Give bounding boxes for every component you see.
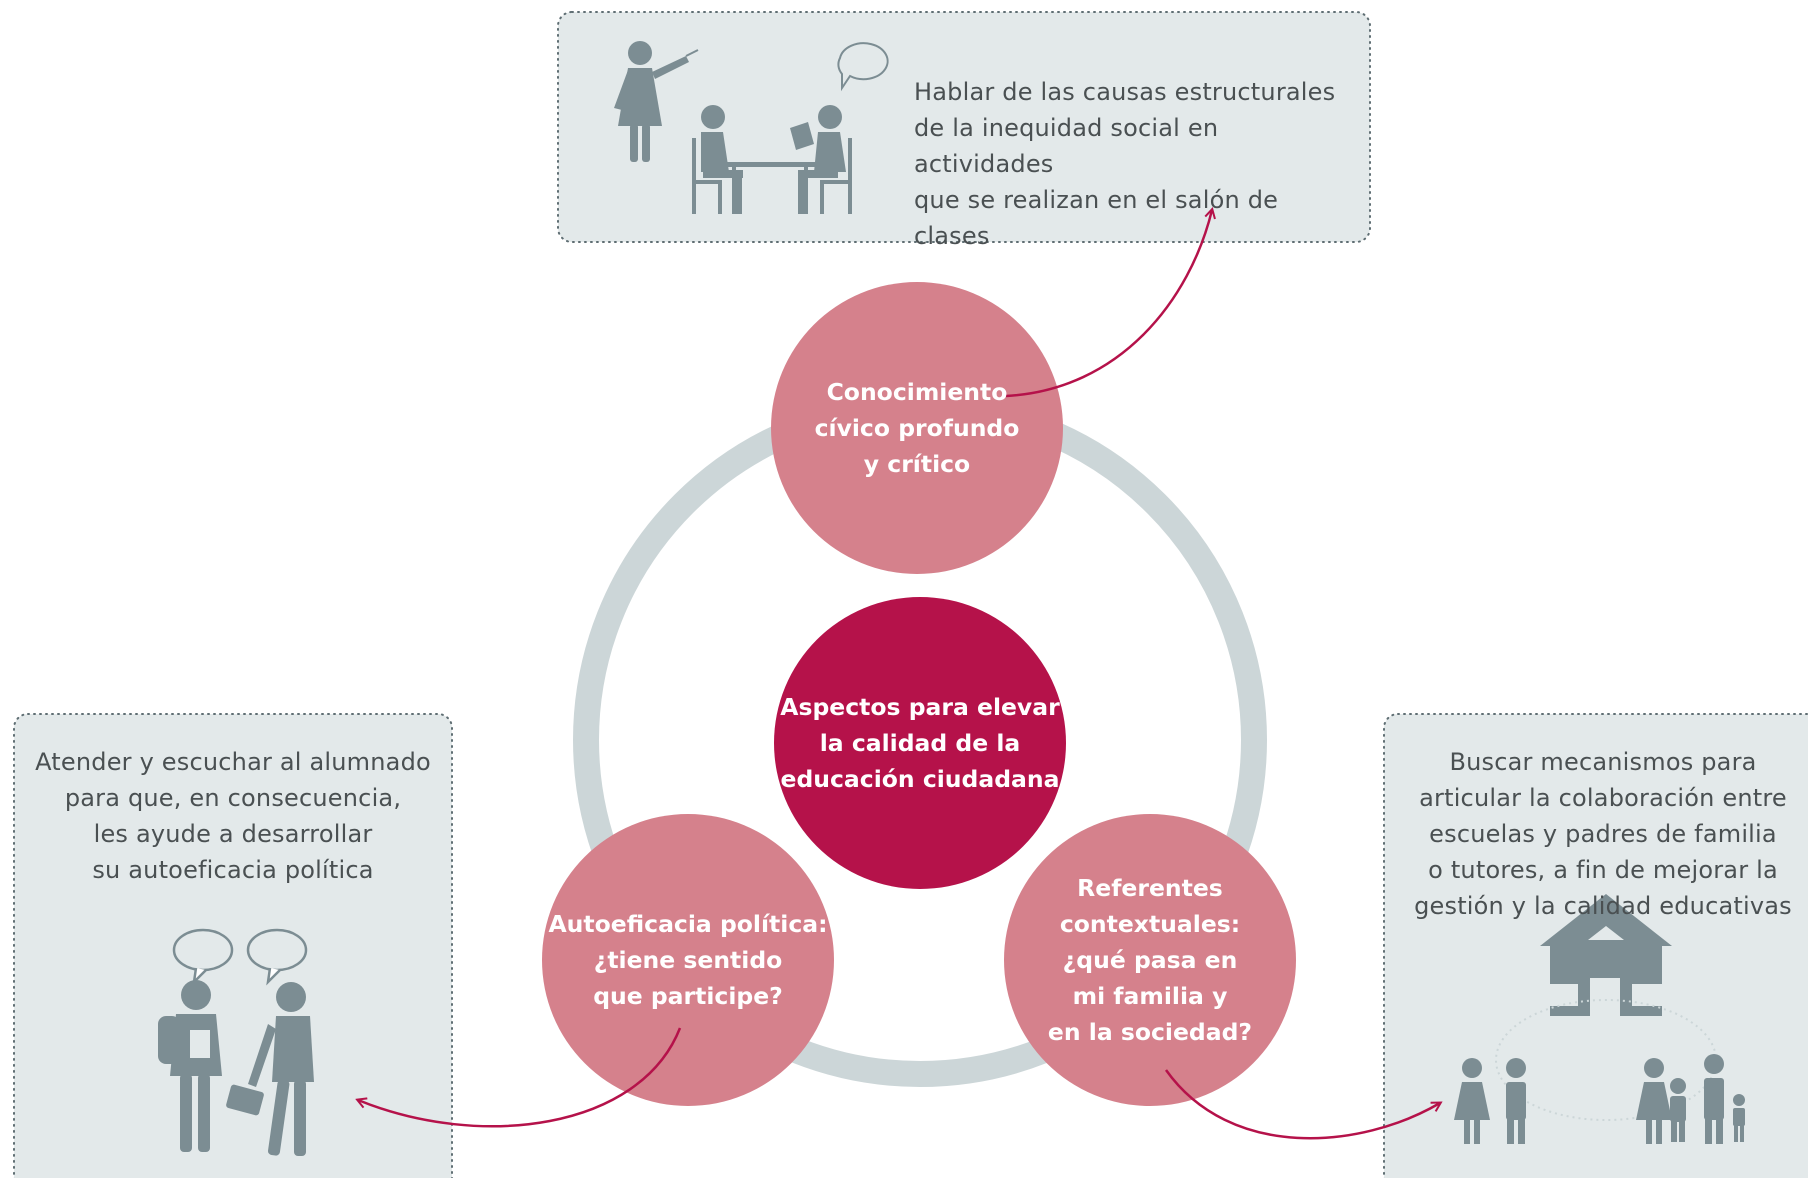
center-label: Aspectos para elevar la calidad de la ed… — [780, 693, 1060, 793]
arrow-left — [358, 1027, 682, 1128]
students-talking-icon — [158, 928, 314, 1156]
left-node-label: Autoeficacia política: ¿tiene sentido qu… — [548, 910, 828, 1010]
right-box-text: Buscar mecanismos para articular la cola… — [1414, 748, 1792, 920]
top-box — [557, 11, 1371, 243]
school-families-icon — [1454, 894, 1745, 1144]
arrow-right — [1164, 1069, 1440, 1140]
classroom-icon — [614, 41, 889, 214]
right-node-label: Referentes contextuales: ¿qué pasa en mi… — [1047, 874, 1253, 1046]
center-circle — [774, 597, 1066, 889]
left-box — [13, 713, 453, 1178]
top-circle — [771, 282, 1063, 574]
left-box-text: Atender y escuchar al alumnado para que,… — [35, 748, 431, 884]
left-circle — [542, 814, 834, 1106]
top-box-text: Hablar de las causas estructurales de la… — [914, 78, 1336, 250]
top-node-label: Conocimiento cívico profundo y crítico — [814, 378, 1020, 478]
right-circle — [1004, 814, 1296, 1106]
arrow-top — [1005, 210, 1212, 398]
